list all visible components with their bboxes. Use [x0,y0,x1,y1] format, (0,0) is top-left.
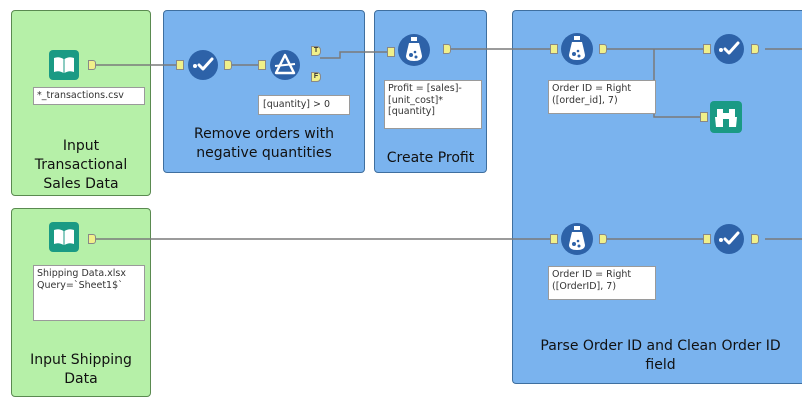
input-anchor[interactable] [550,44,558,54]
input-anchor[interactable] [550,234,558,244]
delta-icon [270,50,300,80]
output-anchor[interactable] [599,234,607,244]
container-title: Remove orders with negative quantities [193,126,335,161]
book-icon [49,222,79,252]
book-icon [49,50,79,80]
filter-tool[interactable] [268,49,300,80]
flask-icon [561,223,593,255]
container-remove-orders[interactable]: Remove orders with negative quantities [163,10,365,173]
select-tool-1[interactable] [186,50,218,80]
formula-tool-order-id-2[interactable] [560,222,593,255]
container-title: Input Shipping Data [30,352,132,387]
checkmark-icon [714,34,744,64]
input-tool-transactions[interactable] [49,50,79,80]
input-anchor[interactable] [703,44,711,54]
container-title: Create Profit [386,150,475,166]
input-anchor[interactable] [176,60,184,70]
output-anchor[interactable] [88,234,96,244]
browse-tool[interactable] [710,101,742,133]
container-title: Input Transactional Sales Data [34,138,128,192]
annotation-filter-expr: [quantity] > 0 [258,95,350,115]
annotation-order-id-2: Order ID = Right ([OrderID], 7) [548,266,656,300]
select-tool-3[interactable] [712,224,744,254]
false-anchor[interactable]: F [311,72,321,82]
checkmark-icon [714,224,744,254]
select-tool-2[interactable] [712,34,744,64]
formula-tool-order-id-1[interactable] [560,32,593,65]
output-anchor[interactable] [751,234,759,244]
annotation-shipping-file: Shipping Data.xlsx Query=`Sheet1$` [33,265,145,321]
formula-tool-profit[interactable] [397,33,430,66]
input-anchor[interactable] [703,234,711,244]
input-tool-shipping[interactable] [49,222,79,252]
output-anchor[interactable] [599,44,607,54]
flask-icon [561,33,593,65]
annotation-order-id-1: Order ID = Right ([order_id], 7) [548,80,656,114]
output-anchor[interactable] [224,60,232,70]
container-parse-order[interactable]: Parse Order ID and Clean Order ID field [512,10,802,384]
true-anchor[interactable]: T [311,46,321,56]
binoculars-icon [710,101,742,133]
input-anchor[interactable] [258,60,266,70]
output-anchor[interactable] [443,44,451,54]
input-anchor[interactable] [387,47,395,57]
checkmark-icon [188,50,218,80]
container-title: Parse Order ID and Clean Order ID field [540,338,781,373]
output-anchor[interactable] [88,60,96,70]
output-anchor[interactable] [751,44,759,54]
flask-icon [398,34,430,66]
input-anchor[interactable] [700,112,708,122]
annotation-transactions-file: *_transactions.csv [33,87,145,105]
annotation-profit-formula: Profit = [sales]-[unit_cost]*[quantity] [384,80,482,129]
